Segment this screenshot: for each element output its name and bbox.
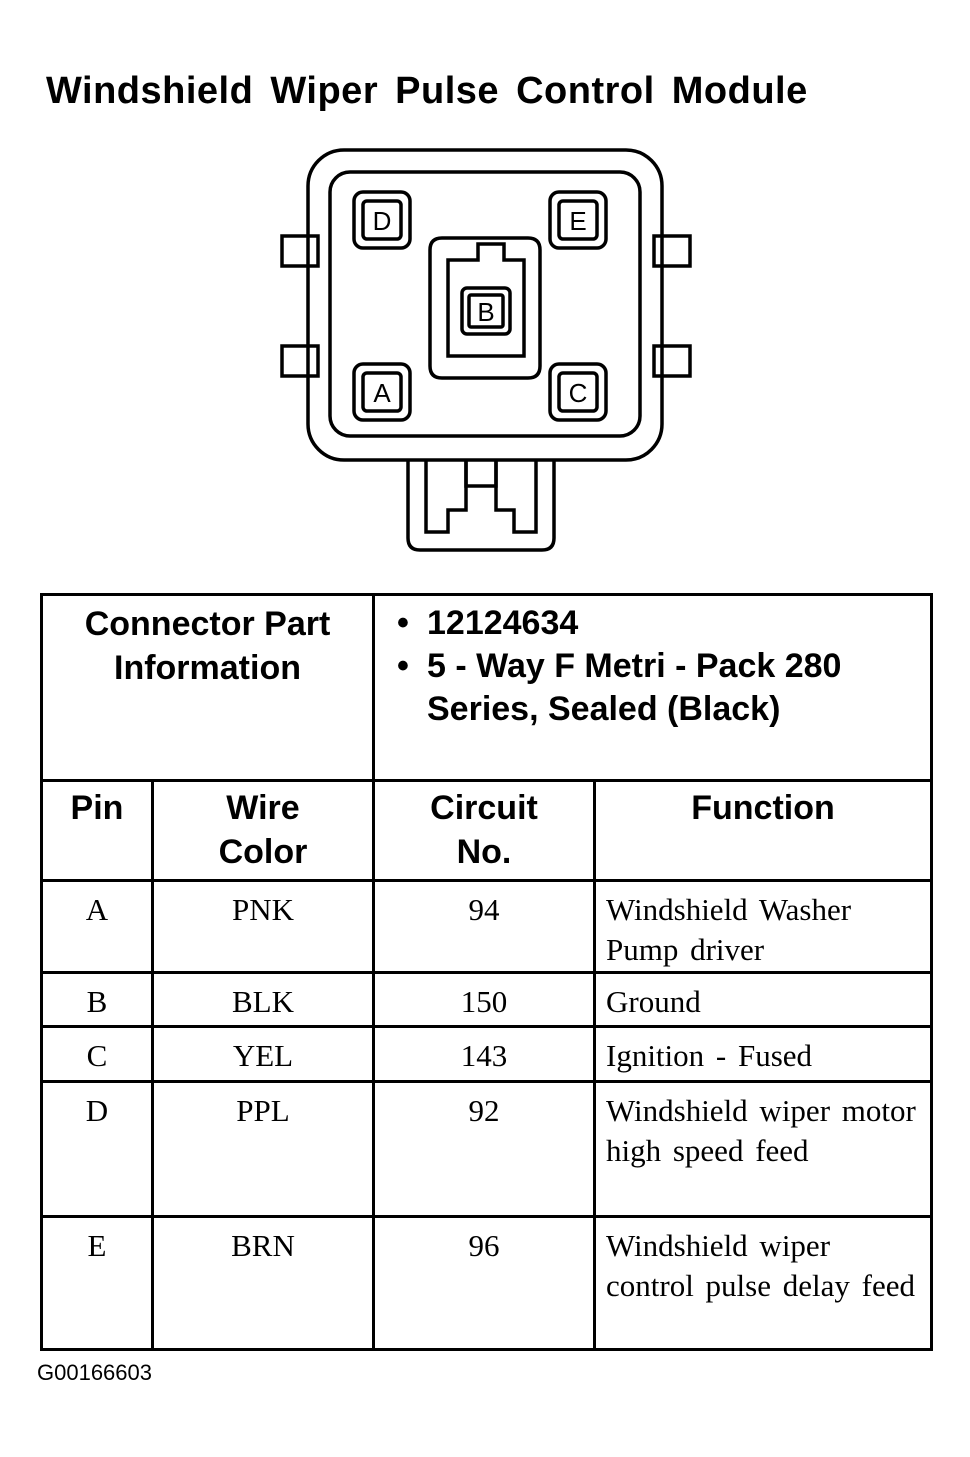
pin-cell: C <box>86 1038 108 1073</box>
pin-label-b: B <box>477 297 494 327</box>
pin-box-e <box>548 190 608 250</box>
figure-id: G00166603 <box>37 1360 152 1385</box>
function-cell: Ground <box>606 984 701 1019</box>
circuit-cell: 143 <box>460 1038 508 1073</box>
pin-label-e: E <box>569 206 586 236</box>
header-row: Pin Wire Color Circuit No. Function <box>40 779 934 882</box>
wire-color-cell: YEL <box>232 1038 294 1073</box>
connector-info-label-cell: Connector Part Information <box>40 593 375 782</box>
connector-body-inner <box>328 170 642 438</box>
connector-side-tab <box>280 344 320 378</box>
wire-color-cell: BRN <box>231 1228 295 1263</box>
connector-side-tab <box>652 344 692 378</box>
diagram-title: Windshield Wiper Pulse Control Module <box>46 70 808 112</box>
wire-color-cell: PPL <box>236 1093 290 1128</box>
pin-label-c: C <box>569 378 588 408</box>
column-header-function: Function <box>691 789 835 827</box>
connector-latch <box>406 460 556 552</box>
pin-box-b <box>460 286 512 336</box>
circuit-cell: 96 <box>468 1228 500 1263</box>
circuit-cell: 94 <box>468 892 500 927</box>
column-header-pin: Pin <box>70 789 124 827</box>
pin-cell: E <box>87 1228 107 1263</box>
column-header-wire-color: Wire Color <box>218 789 308 871</box>
table-row: B BLK 150 Ground <box>40 971 934 1028</box>
circuit-cell: 92 <box>468 1093 500 1128</box>
connector-info-row: Connector Part Information 12124634 5 - … <box>40 593 934 782</box>
pin-cell: B <box>86 984 108 1019</box>
connector-face-diagram: D E B A C <box>280 148 692 552</box>
function-cell: Windshield Washer Pump driver <box>606 892 852 967</box>
connector-description: 5 - Way F Metri - Pack 280 Series, Seale… <box>397 645 920 731</box>
function-cell: Windshield wiper motor high speed feed <box>606 1093 916 1168</box>
circuit-cell: 150 <box>460 984 508 1019</box>
function-cell: Ignition - Fused <box>606 1038 813 1073</box>
center-pin-housing <box>428 236 542 380</box>
pin-label-a: A <box>373 378 391 408</box>
connector-side-tab <box>280 234 320 268</box>
pin-label-d: D <box>373 206 392 236</box>
wire-color-cell: BLK <box>232 984 294 1019</box>
pin-cell: A <box>85 892 109 927</box>
pin-box-c <box>548 362 608 422</box>
table-row: D PPL 92 Windshield wiper motor high spe… <box>40 1080 934 1218</box>
connector-side-tab <box>652 234 692 268</box>
connector-body-outer <box>306 148 664 462</box>
pinout-table: Connector Part Information 12124634 5 - … <box>40 593 934 1351</box>
function-cell: Windshield wiper control pulse delay fee… <box>606 1228 915 1303</box>
pin-cell: D <box>85 1093 109 1128</box>
table-row: A PNK 94 Windshield Washer Pump driver <box>40 879 934 974</box>
table-row: C YEL 143 Ignition - Fused <box>40 1025 934 1083</box>
connector-info-value-cell: 12124634 5 - Way F Metri - Pack 280 Seri… <box>371 593 934 782</box>
pin-box-a <box>352 362 412 422</box>
column-header-circuit-no: Circuit No. <box>430 789 538 871</box>
connector-info-label: Connector Part Information <box>84 605 331 687</box>
wire-color-cell: PNK <box>231 892 294 927</box>
table-row: E BRN 96 Windshield wiper control pulse … <box>40 1215 934 1351</box>
part-number: 12124634 <box>397 602 920 645</box>
pin-box-d <box>352 190 412 250</box>
